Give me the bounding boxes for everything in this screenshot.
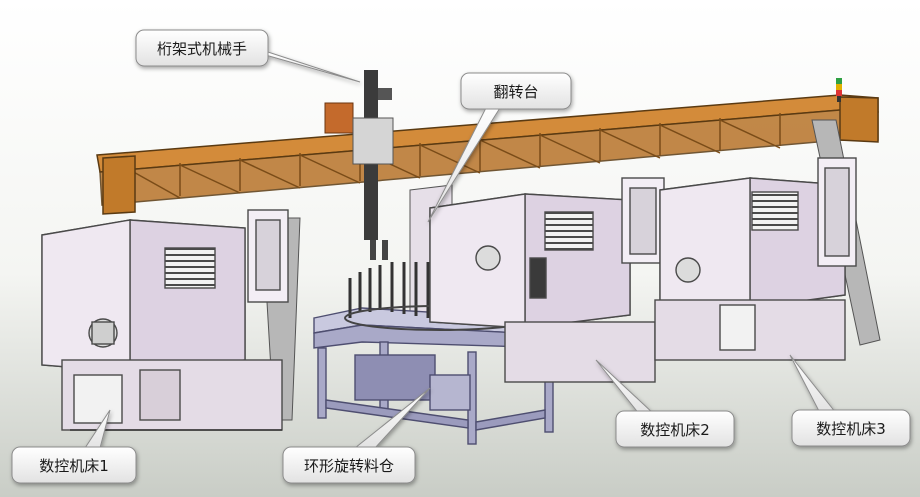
callout-cnc-3 <box>789 354 911 447</box>
callout-gantry-robot <box>135 29 361 83</box>
callout-cnc-2 <box>595 359 735 448</box>
cnc-machine-3 <box>654 157 857 361</box>
callout-cnc-2-label: 数控机床2 <box>640 421 710 439</box>
callout-flip-table <box>427 72 572 223</box>
cnc-machine-1 <box>41 209 289 431</box>
cnc-machine-2 <box>429 177 665 383</box>
callout-cnc-1 <box>11 409 137 484</box>
callout-gantry-robot-label: 桁架式机械手 <box>157 40 247 58</box>
signal-lamp-right <box>836 78 842 102</box>
callout-flip-table-label: 翻转台 <box>493 83 538 101</box>
gantry-frame <box>96 94 879 215</box>
callout-silo-label: 环形旋转料仓 <box>304 457 394 475</box>
gantry-robot <box>324 70 394 260</box>
callout-cnc-3-label: 数控机床3 <box>816 420 886 438</box>
callout-silo <box>282 387 431 484</box>
callout-cnc-1-label: 数控机床1 <box>39 457 109 475</box>
